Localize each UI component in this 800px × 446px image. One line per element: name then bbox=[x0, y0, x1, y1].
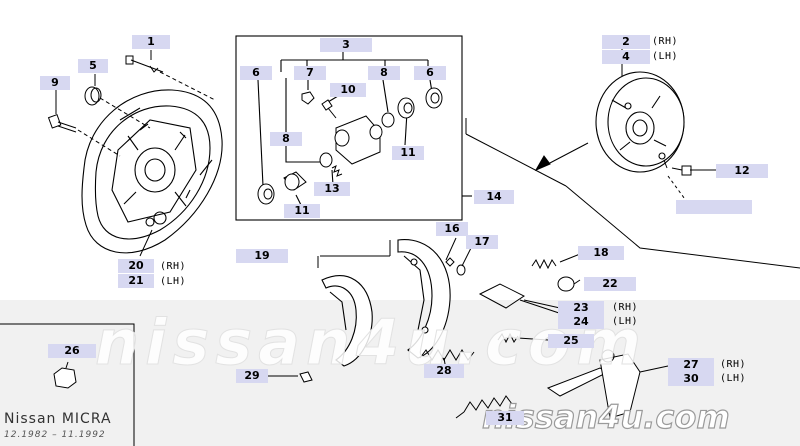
production-dates: 12.1982 – 11.1992 bbox=[4, 430, 106, 440]
label-part-6-right: 6 bbox=[414, 66, 446, 80]
label-part-30: 30 bbox=[668, 372, 714, 386]
label-part-11-right: 11 bbox=[392, 146, 424, 160]
label-part-15 bbox=[676, 200, 752, 214]
brake-drum-art bbox=[595, 71, 685, 173]
drum-leaders bbox=[465, 44, 800, 269]
label-part-11-left: 11 bbox=[284, 204, 320, 218]
model-name: Nissan MICRA bbox=[4, 411, 112, 427]
side-rh-23: (RH) bbox=[612, 302, 639, 313]
label-part-22: 22 bbox=[584, 277, 636, 291]
backing-plate bbox=[81, 89, 223, 254]
label-part-10: 10 bbox=[330, 83, 366, 97]
bolt-9-art bbox=[47, 90, 121, 157]
label-part-16: 16 bbox=[436, 222, 468, 236]
label-part-24: 24 bbox=[558, 315, 604, 329]
label-part-8-left: 8 bbox=[270, 132, 302, 146]
side-rh-20: (RH) bbox=[160, 261, 187, 272]
label-part-6-left: 6 bbox=[240, 66, 272, 80]
label-part-31: 31 bbox=[486, 411, 524, 425]
side-lh-4: (LH) bbox=[652, 51, 679, 62]
label-part-21: 21 bbox=[118, 274, 154, 288]
label-part-20: 20 bbox=[118, 259, 154, 273]
label-part-7: 7 bbox=[294, 66, 326, 80]
label-part-5: 5 bbox=[78, 59, 108, 73]
plug-5-art bbox=[84, 74, 151, 129]
label-part-14: 14 bbox=[474, 190, 514, 204]
label-part-12: 12 bbox=[716, 164, 768, 178]
side-rh-2: (RH) bbox=[652, 36, 679, 47]
label-part-18: 18 bbox=[578, 246, 624, 260]
label-part-8-right: 8 bbox=[368, 66, 400, 80]
label-part-27: 27 bbox=[668, 358, 714, 372]
side-rh-27: (RH) bbox=[720, 359, 747, 370]
side-lh-30: (LH) bbox=[720, 373, 747, 384]
label-part-3: 3 bbox=[320, 38, 372, 52]
cylinder-parts-art bbox=[257, 87, 443, 205]
label-part-1: 1 bbox=[132, 35, 170, 49]
label-part-29: 29 bbox=[236, 369, 268, 383]
label-part-26: 26 bbox=[48, 344, 96, 358]
label-part-13: 13 bbox=[314, 182, 350, 196]
label-part-19: 19 bbox=[236, 249, 288, 263]
side-lh-24: (LH) bbox=[612, 316, 639, 327]
label-part-17: 17 bbox=[466, 235, 498, 249]
springs-art bbox=[0, 237, 669, 446]
label-part-28: 28 bbox=[424, 364, 464, 378]
label-part-25: 25 bbox=[548, 334, 594, 348]
label-part-9: 9 bbox=[40, 76, 70, 90]
label-part-23: 23 bbox=[558, 301, 604, 315]
label-part-2: 2 bbox=[602, 35, 650, 49]
wheel-cylinder-box bbox=[235, 35, 472, 221]
label-part-4: 4 bbox=[602, 50, 650, 64]
bolt-1-art bbox=[125, 50, 216, 101]
side-lh-21: (LH) bbox=[160, 276, 187, 287]
misc-leaders bbox=[139, 229, 581, 315]
shoes-art bbox=[321, 239, 451, 367]
